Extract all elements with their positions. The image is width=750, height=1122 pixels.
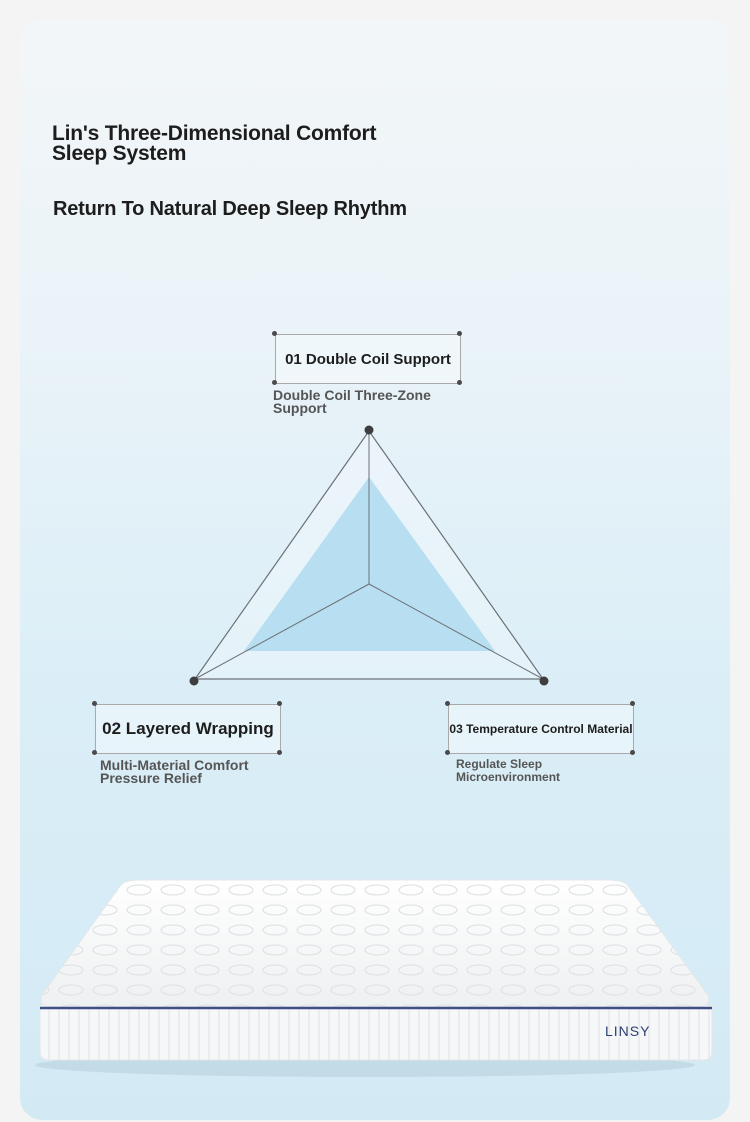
feature-desc-02: Multi-Material Comfort Pressure Relief (100, 757, 249, 786)
feature-label-02: 02 Layered Wrapping (95, 704, 281, 754)
corner-dot (272, 331, 277, 336)
corner-dot (457, 380, 462, 385)
feature-label-01: 01 Double Coil Support (275, 334, 461, 384)
comfort-triangle-diagram (35, 425, 713, 1077)
corner-dot (92, 750, 97, 755)
corner-dot (277, 750, 282, 755)
feature-title-03: 03 Temperature Control Material (449, 722, 633, 736)
poster-card: Lin's Three-Dimensional Comfort Sleep Sy… (20, 20, 730, 1120)
corner-dot (457, 331, 462, 336)
vertex-dot-right (539, 676, 549, 686)
brand-logo: LINSY (605, 1023, 651, 1039)
spoke-right (368, 583, 544, 680)
corner-dot (92, 701, 97, 706)
feature-label-03: 03 Temperature Control Material (448, 704, 634, 754)
corner-dot (630, 750, 635, 755)
corner-dot (277, 701, 282, 706)
page-subtitle: Return To Natural Deep Sleep Rhythm (53, 198, 407, 220)
feature-desc-01: Double Coil Three-Zone Support (273, 387, 431, 416)
corner-dot (445, 701, 450, 706)
vertex-dot-left (189, 676, 199, 686)
mattress-image (35, 879, 713, 1077)
page-title: Lin's Three-Dimensional Comfort Sleep Sy… (52, 122, 377, 165)
vertex-dot-top (364, 425, 374, 435)
spoke-left (194, 583, 370, 680)
feature-title-01: 01 Double Coil Support (285, 350, 451, 368)
corner-dot (630, 701, 635, 706)
feature-title-02: 02 Layered Wrapping (102, 719, 274, 738)
corner-dot (445, 750, 450, 755)
feature-desc-03: Regulate Sleep Microenvironment (456, 757, 561, 784)
corner-dot (272, 380, 277, 385)
